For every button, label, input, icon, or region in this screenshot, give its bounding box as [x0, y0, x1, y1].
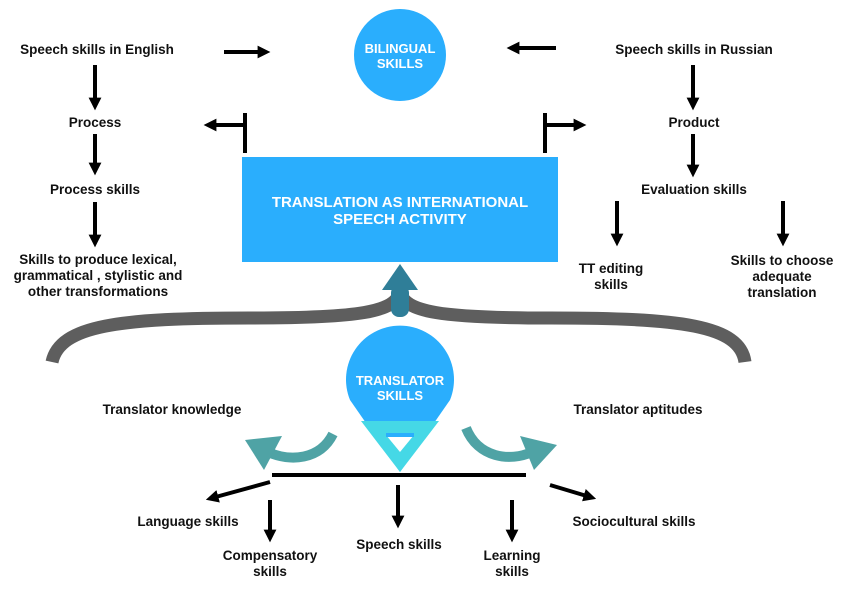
language-skills: Language skills	[137, 514, 239, 529]
compensatory-skills: Compensatory skills	[222, 548, 318, 579]
curved-arrow-right-icon	[461, 425, 557, 470]
learning-skills: Learning skills	[483, 548, 541, 579]
arrows	[88, 41, 790, 543]
transformation-skills: Skills to produce lexical, grammatical ,…	[13, 252, 183, 299]
speech-skills-russian: Speech skills in Russian	[615, 42, 773, 57]
bilingual-skills-label: BILINGUAL SKILLS	[364, 41, 436, 71]
translator-skills-label: TRANSLATOR SKILLS	[355, 373, 445, 403]
arrow-icon	[549, 483, 597, 502]
speech-skills: Speech skills	[356, 537, 442, 552]
sociocultural-skills: Sociocultural skills	[572, 514, 696, 529]
translator-aptitudes: Translator aptitudes	[573, 402, 703, 417]
translator-skills-pin	[346, 325, 454, 472]
translation-activity-box	[242, 157, 558, 262]
translator-knowledge: Translator knowledge	[102, 402, 242, 417]
speech-skills-english: Speech skills in English	[20, 42, 174, 57]
evaluation-skills: Evaluation skills	[641, 182, 747, 197]
process: Process	[68, 115, 122, 130]
curved-arrow-left-icon	[245, 431, 338, 470]
product: Product	[668, 115, 720, 130]
tt-editing-skills: TT editing skills	[578, 261, 644, 292]
up-arrow-icon	[382, 264, 418, 317]
choose-translation-skills: Skills to choose adequate translation	[730, 253, 834, 300]
arrow-icon	[205, 480, 271, 503]
translation-activity-label: TRANSLATION AS INTERNATIONAL SPEECH ACTI…	[271, 194, 529, 228]
process-skills: Process skills	[49, 182, 141, 197]
bilingual-skills-circle	[354, 9, 446, 101]
